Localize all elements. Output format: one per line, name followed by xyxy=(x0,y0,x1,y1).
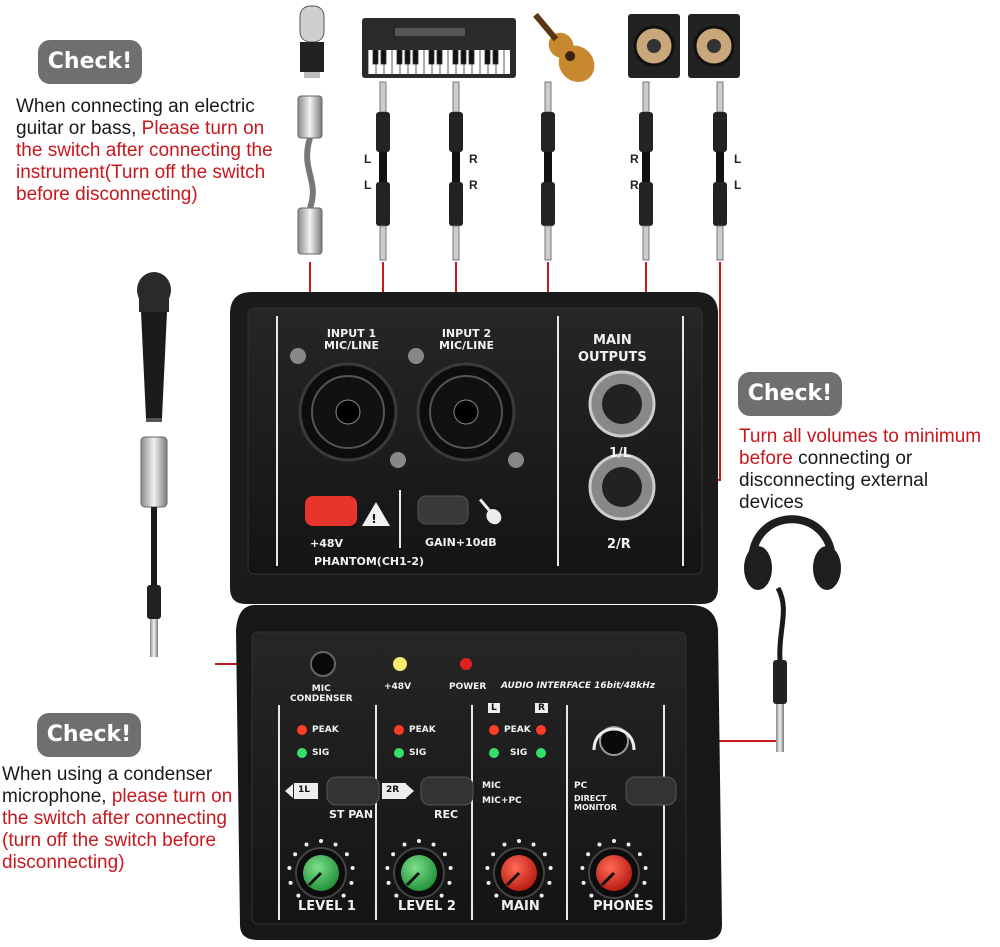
out2-label: 2/R xyxy=(607,537,631,552)
phones-label: PHONES xyxy=(593,899,654,914)
input2-label: INPUT 2 MIC/LINE xyxy=(439,327,494,352)
input2-jack-icon xyxy=(408,348,524,468)
check-badge-2: Check! xyxy=(738,372,842,416)
rec-button xyxy=(420,776,474,806)
callout-3-red: please turn on the switch after connecti… xyxy=(2,786,233,873)
mic-condenser-label: MIC CONDENSER xyxy=(290,684,353,704)
sig-label-2: SIG xyxy=(409,748,427,758)
led-power-icon xyxy=(460,658,472,670)
direct-monitor-button xyxy=(625,776,677,806)
knob-2 xyxy=(385,839,453,899)
sig-label-main: SIG xyxy=(510,748,528,758)
marker-out-l-1: L xyxy=(734,152,742,166)
callout-2-black: connecting or disconnecting external dev… xyxy=(739,448,929,513)
callout-2-red: Turn all volumes to minimum before xyxy=(739,426,982,469)
main-label: MAIN xyxy=(501,899,540,914)
check-badge-1: Check! xyxy=(38,40,142,84)
input1-jack-icon xyxy=(290,348,406,468)
marker-l-2: L xyxy=(364,178,372,192)
phantom-power-button xyxy=(305,496,357,526)
marker-l-1: L xyxy=(364,152,372,166)
callout-3-text: When using a condenser microphone, pleas… xyxy=(2,764,240,874)
input1-label: INPUT 1 MIC/LINE xyxy=(324,327,379,352)
micpc-mode-label: MIC+PC xyxy=(482,796,522,806)
guitar-small-icon xyxy=(478,498,502,525)
marker-out-r-2: R xyxy=(630,178,639,192)
level1-label: LEVEL 1 xyxy=(298,899,356,914)
handheld-mic-icon xyxy=(137,272,171,657)
pc-label: PC xyxy=(574,781,588,791)
marker-out-r-1: R xyxy=(630,152,639,166)
mic-mode-label: MIC xyxy=(482,781,501,791)
callout-3-black: When using a condenser microphone, xyxy=(2,764,213,807)
speakers-icon xyxy=(628,14,740,78)
led-48v-label: +48V xyxy=(384,682,412,692)
led-48v-icon xyxy=(393,657,407,671)
phantom-button-label: +48V xyxy=(310,537,344,550)
st-pan-button xyxy=(326,776,380,806)
lr-l-label: L xyxy=(488,703,500,713)
callout-1-text: When connecting an electric guitar or ba… xyxy=(16,96,288,206)
output-jacks-icon xyxy=(588,370,656,521)
headphone-symbol-icon xyxy=(592,727,636,751)
marker-out-l-2: L xyxy=(734,178,742,192)
mic-condenser-jack xyxy=(310,651,336,677)
callout-2-text: Turn all volumes to minimum before conne… xyxy=(739,426,997,514)
peak-sig-leds xyxy=(297,725,546,758)
phones-jack xyxy=(599,726,629,756)
studio-mic-icon xyxy=(299,5,325,78)
callout-1-red: Please turn on the switch after connecti… xyxy=(16,118,273,205)
gain-button xyxy=(417,495,469,525)
main-outputs-label: MAIN OUTPUTS xyxy=(578,333,647,365)
stpan-1l-label: 1L xyxy=(298,785,310,795)
keyboard-icon xyxy=(362,18,516,78)
marker-r-1: R xyxy=(469,152,478,166)
knob-4 xyxy=(580,839,648,899)
knob-1 xyxy=(287,839,355,899)
jack-cables xyxy=(376,81,727,261)
audio-interface-label: AUDIO INTERFACE 16bit/48kHz xyxy=(501,681,656,691)
callout-1-black: When connecting an electric guitar or ba… xyxy=(16,96,255,139)
gain-label: GAIN+10dB xyxy=(425,536,497,549)
knob-3 xyxy=(485,839,553,899)
marker-r-2: R xyxy=(469,178,478,192)
phantom-label: PHANTOM(CH1-2) xyxy=(314,555,424,568)
xlr-cable-icon xyxy=(297,95,323,255)
rec-label: REC xyxy=(434,808,459,821)
led-power-label: POWER xyxy=(449,682,487,692)
peak-label-main: PEAK xyxy=(504,725,531,735)
sig-label-1: SIG xyxy=(312,748,330,758)
headphones-icon xyxy=(744,515,841,752)
peak-label-2: PEAK xyxy=(409,725,436,735)
level2-label: LEVEL 2 xyxy=(398,899,456,914)
warning-icon xyxy=(362,502,390,526)
direct-monitor-label: DIRECT MONITOR xyxy=(574,794,617,812)
out1-label: 1/L xyxy=(609,446,632,461)
stpan-label: ST PAN xyxy=(329,808,374,821)
svg-text:!: ! xyxy=(371,512,376,526)
stpan-2r-label: 2R xyxy=(386,785,400,795)
peak-label-1: PEAK xyxy=(312,725,339,735)
check-badge-3: Check! xyxy=(37,713,141,757)
mixer-device: ! xyxy=(230,292,722,940)
guitar-icon xyxy=(533,12,595,82)
lr-r-label: R xyxy=(535,703,548,713)
